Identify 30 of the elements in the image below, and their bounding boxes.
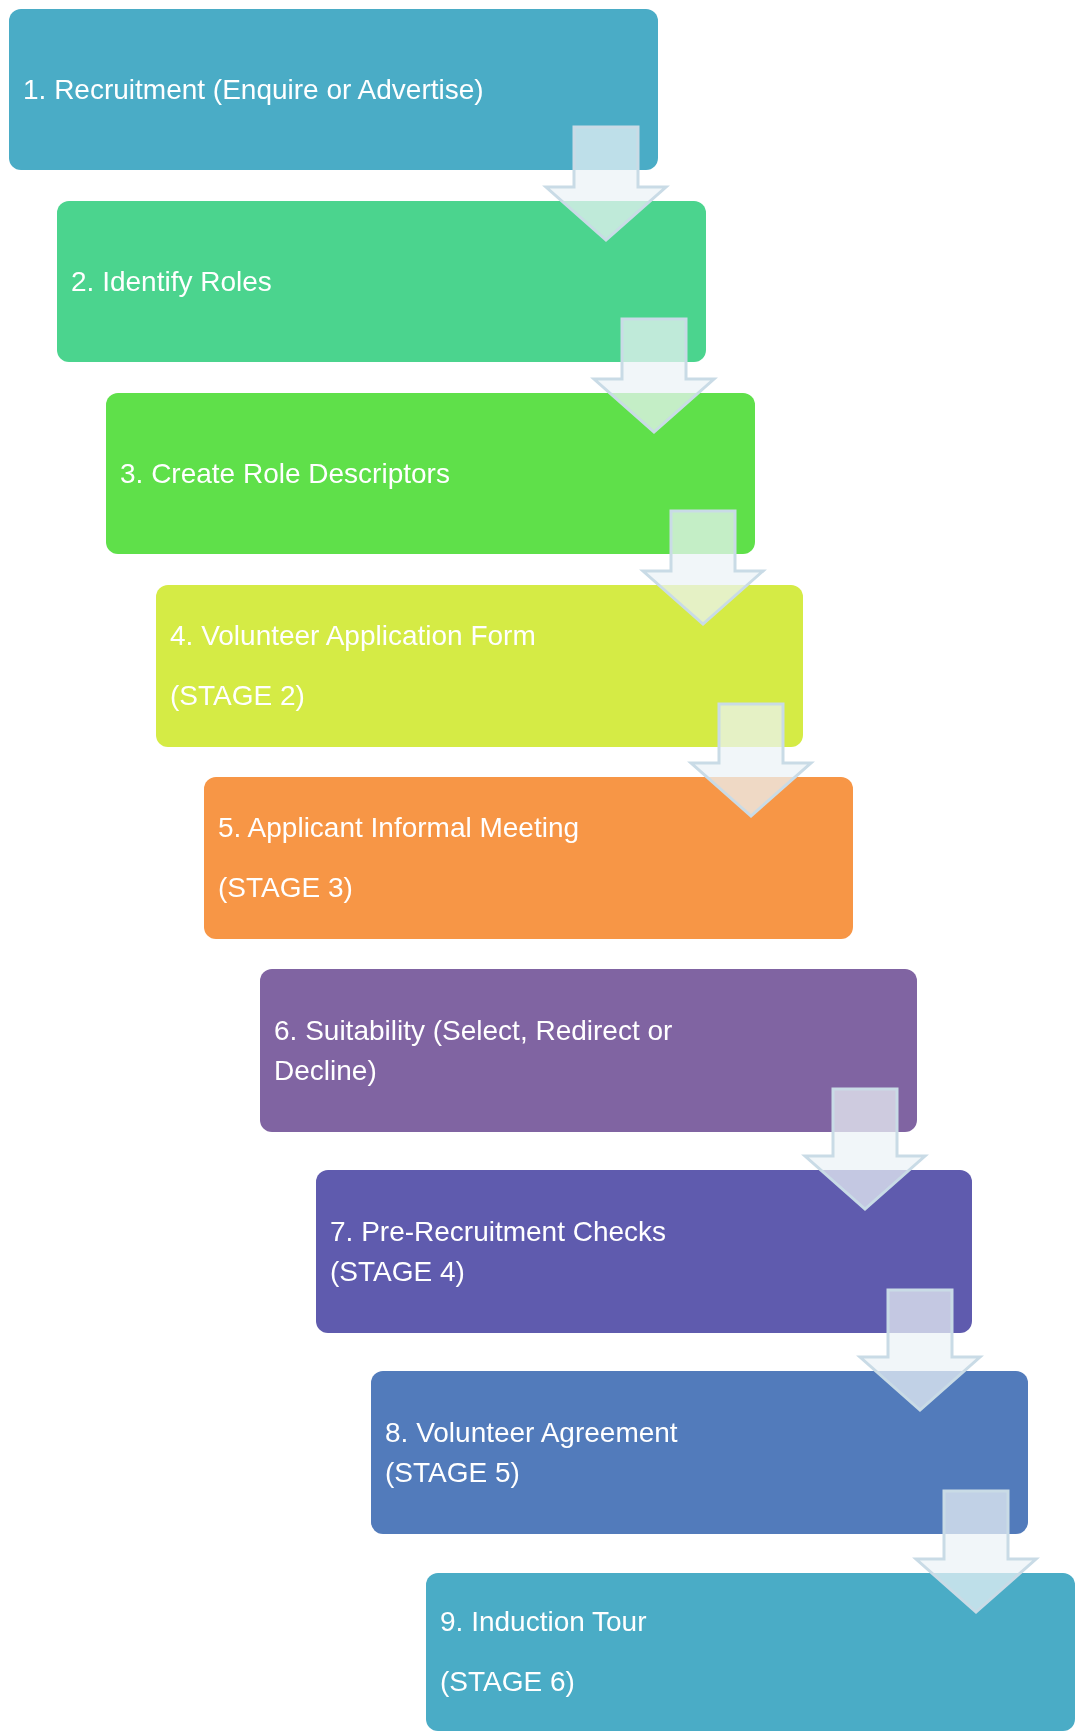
step-label: (STAGE 2): [170, 679, 306, 713]
block-arrow: [912, 1489, 1040, 1614]
process-box: [156, 585, 803, 747]
process-box: [260, 969, 917, 1132]
step-label: (STAGE 3): [218, 871, 354, 905]
step-label: (STAGE 6): [440, 1665, 576, 1699]
process-box: [106, 393, 755, 554]
step-label: 6. Suitability (Select, Redirect or Decline): [274, 1013, 674, 1088]
process-box: [204, 777, 853, 939]
process-box: [426, 1573, 1075, 1731]
process-box: [9, 9, 658, 170]
block-arrow: [801, 1087, 929, 1211]
step-label: 7. Pre-Recruitment Checks: [330, 1214, 667, 1249]
step-label: (STAGE 4): [330, 1254, 466, 1289]
step-label: 3. Create Role Descriptors: [120, 456, 450, 491]
block-arrow: [856, 1288, 984, 1412]
step-label: 8. Volunteer Agreement: [385, 1415, 678, 1450]
step-label: 2. Identify Roles: [71, 264, 272, 299]
step-label: 5. Applicant Informal Meeting: [218, 811, 580, 845]
process-box: [371, 1371, 1028, 1534]
step-label: 1. Recruitment (Enquire or Advertise): [23, 72, 484, 107]
process-box: [57, 201, 706, 362]
block-arrow: [639, 509, 767, 626]
step-label: (STAGE 5): [385, 1455, 521, 1490]
block-arrow: [687, 702, 815, 818]
step-label: 9. Induction Tour: [440, 1605, 647, 1639]
step-label: 4. Volunteer Application Form: [170, 619, 536, 653]
process-box: [316, 1170, 972, 1333]
block-arrow: [542, 125, 670, 242]
block-arrow: [590, 317, 718, 434]
